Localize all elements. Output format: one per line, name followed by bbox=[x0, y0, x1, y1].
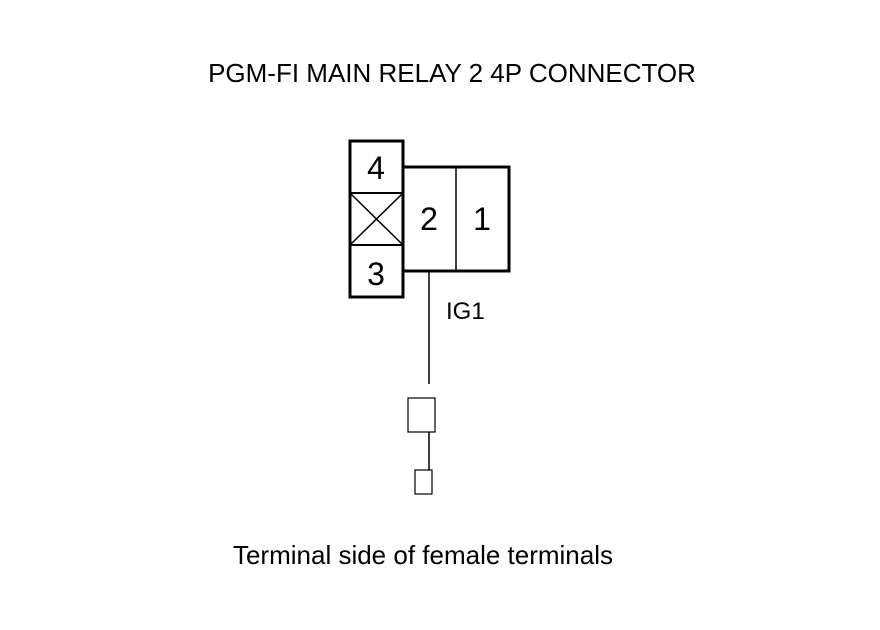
signal-label: IG1 bbox=[446, 298, 485, 325]
test-probe-symbol bbox=[407, 397, 436, 495]
pin-4-label: 4 bbox=[367, 150, 385, 186]
diagram-caption: Terminal side of female terminals bbox=[233, 540, 613, 570]
pin-3-label: 3 bbox=[367, 256, 385, 292]
pin-2-label: 2 bbox=[420, 201, 438, 237]
pin-1-label: 1 bbox=[473, 201, 491, 237]
diagram-title: PGM-FI MAIN RELAY 2 4P CONNECTOR bbox=[208, 58, 696, 88]
blank-cavity-x-mark bbox=[350, 193, 403, 245]
connector-body bbox=[348, 139, 511, 299]
